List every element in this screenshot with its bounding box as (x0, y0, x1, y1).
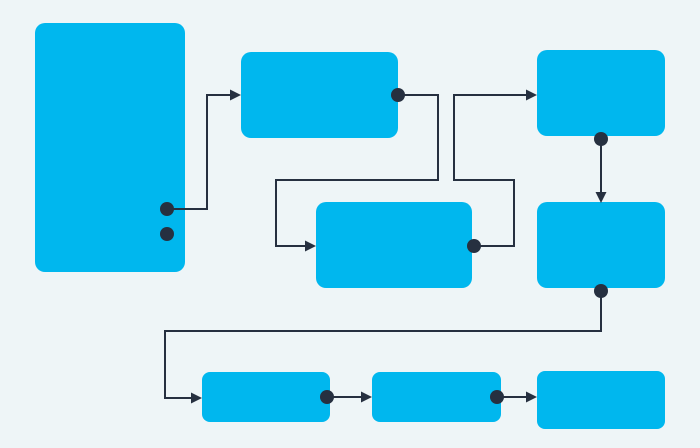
arrowheads-layer (191, 89, 607, 404)
node-1[interactable] (35, 23, 185, 272)
arrowhead-icon (526, 89, 537, 101)
connectors-layer (164, 94, 602, 399)
connector-node-2-to-node-3[interactable] (275, 94, 439, 247)
circle-dot-icon[interactable] (594, 284, 608, 298)
node-8[interactable] (537, 371, 665, 429)
arrowhead-icon (361, 391, 372, 403)
circle-dot-icon[interactable] (391, 88, 405, 102)
arrowhead-icon (526, 391, 537, 403)
arrowhead-icon (230, 89, 241, 101)
node-6[interactable] (202, 372, 330, 422)
circle-dot-icon[interactable] (594, 132, 608, 146)
node-2[interactable] (241, 52, 398, 138)
connector-node-3-to-node-4[interactable] (453, 94, 535, 247)
circle-dot-icon[interactable] (490, 390, 504, 404)
node-7[interactable] (372, 372, 501, 422)
node-5[interactable] (537, 202, 665, 288)
node-3[interactable] (316, 202, 472, 288)
circle-dot-icon[interactable] (320, 390, 334, 404)
circle-dot-icon[interactable] (467, 239, 481, 253)
ports-layer (160, 88, 608, 404)
connector-node-5-to-node-6[interactable] (164, 291, 602, 399)
node-4[interactable] (537, 50, 665, 136)
arrowhead-icon (595, 192, 607, 203)
circle-dot-icon[interactable] (160, 227, 174, 241)
arrowhead-icon (191, 392, 202, 404)
nodes-layer (35, 23, 665, 429)
connector-node-1-to-node-2[interactable] (167, 94, 239, 210)
circle-dot-icon[interactable] (160, 202, 174, 216)
arrowhead-icon (305, 240, 316, 252)
